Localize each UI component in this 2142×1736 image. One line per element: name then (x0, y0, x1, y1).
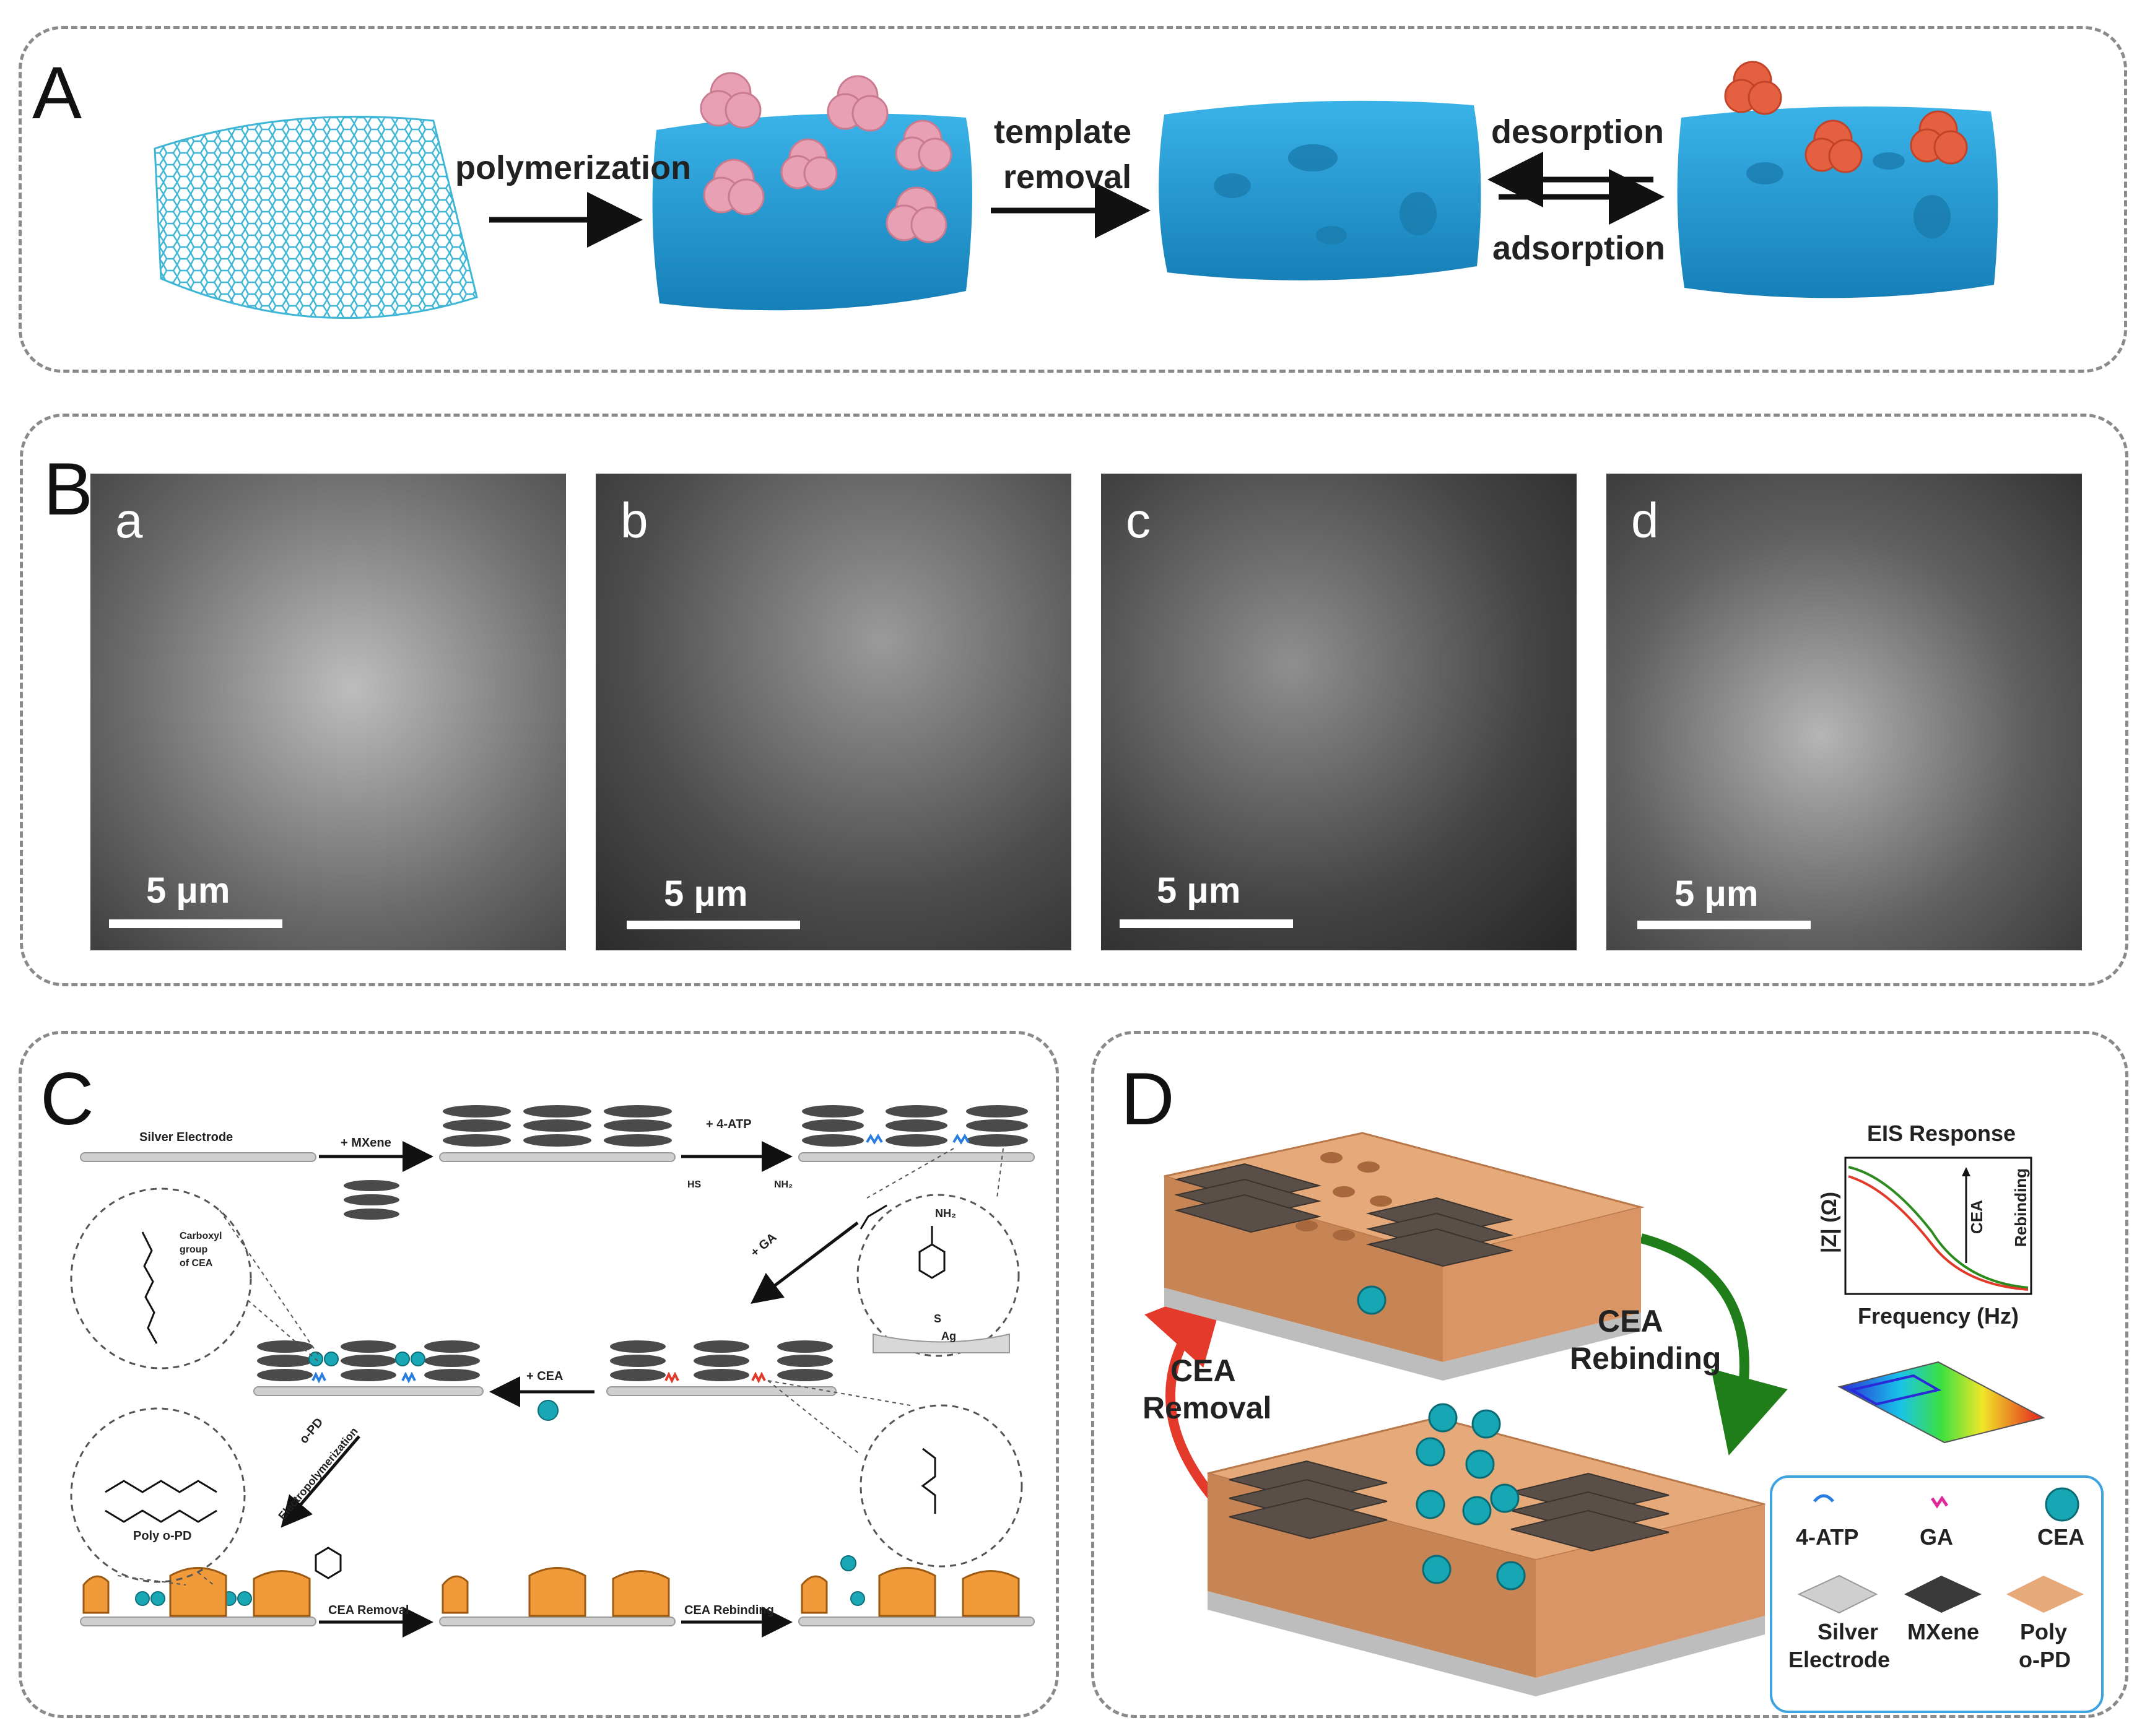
cea-removal-line1: CEA (1170, 1353, 1236, 1388)
panel-d (1091, 1031, 2128, 1718)
sem-image-a: a 5 μm (90, 474, 566, 950)
label-plus-mxene: + MXene (341, 1136, 391, 1150)
panel-a (19, 26, 2127, 373)
panel-b-label: B (43, 448, 94, 531)
panel-a-label: A (32, 51, 82, 134)
sem-image-c: c 5 μm (1101, 474, 1577, 950)
label-carboxyl: Carboxyl (180, 1231, 222, 1241)
panel-d-label: D (1121, 1057, 1175, 1140)
legend-ga: GA (1920, 1524, 1953, 1550)
mip-film-cavities (1159, 100, 1481, 280)
panel-b (20, 414, 2128, 986)
eis-chart (1844, 1157, 2032, 1295)
sem-letter-a: a (115, 493, 143, 548)
chip-top (1164, 1132, 1645, 1381)
eis-x-axis: Frequency (Hz) (1858, 1303, 2019, 1329)
chip-bottom (1207, 1403, 1765, 1696)
label-cea-removal-c: CEA Removal (328, 1604, 409, 1617)
graphene-sheet (154, 115, 478, 319)
eis-arrow-label-1: CEA (1967, 1200, 1986, 1234)
label-polymerization: polymerization (455, 149, 692, 186)
scale-bar-label-d: 5 μm (1674, 874, 1759, 914)
label-removal: removal (1003, 158, 1132, 196)
legend-electrode: Electrode (1788, 1647, 1891, 1672)
label-cea-rebinding-c: CEA Rebinding (684, 1604, 774, 1617)
label-group: group (180, 1244, 208, 1255)
sem-letter-b: b (620, 493, 648, 548)
label-adsorption: adsorption (1492, 230, 1665, 267)
label-of-cea: of CEA (180, 1258, 213, 1269)
scale-bar-d (1637, 921, 1811, 929)
legend-opd: o-PD (2019, 1647, 2071, 1672)
legend-silver: Silver (1818, 1619, 1879, 1644)
cea-rebinding-line2: Rebinding (1570, 1341, 1722, 1376)
legend-box (1770, 1475, 2104, 1713)
label-nh2-ag: NH₂ (935, 1207, 956, 1220)
legend-4atp: 4-ATP (1796, 1524, 1859, 1550)
legend-cea: CEA (2037, 1524, 2085, 1550)
eis-y-axis: |Z| (Ω) (1818, 1191, 1842, 1254)
cea-rebinding-line1: CEA (1598, 1304, 1663, 1339)
label-s: S (934, 1313, 942, 1325)
scale-bar-label-a: 5 μm (146, 870, 230, 911)
eis-title: EIS Response (1867, 1121, 2016, 1146)
mip-film-rebound (1677, 61, 1998, 298)
panel-a-illustration (154, 61, 1998, 319)
scale-bar-label-c: 5 μm (1157, 870, 1241, 911)
label-plus-4atp: + 4-ATP (706, 1118, 752, 1131)
label-template: template (994, 113, 1132, 150)
cea-removal-line2: Removal (1143, 1391, 1272, 1425)
label-plus-cea: + CEA (526, 1369, 564, 1383)
label-poly-opd: Poly o-PD (133, 1529, 192, 1543)
label-desorption: desorption (1491, 113, 1664, 150)
scale-bar-a (109, 919, 282, 928)
scale-bar-c (1120, 919, 1293, 928)
mip-film-with-template (652, 72, 972, 311)
label-ag: Ag (941, 1330, 956, 1342)
sem-image-b: b 5 μm (596, 474, 1071, 950)
label-nh2-atp: NH₂ (774, 1179, 793, 1190)
legend-mxene: MXene (1907, 1619, 1980, 1644)
scale-bar-b (627, 921, 800, 929)
sem-image-d: d 5 μm (1606, 474, 2082, 950)
panel-c-scheme (70, 1105, 1035, 1638)
simulation-heatmap (1837, 1361, 2045, 1444)
label-silver-electrode: Silver Electrode (139, 1131, 233, 1144)
panel-c (19, 1031, 1059, 1718)
sem-letter-d: d (1631, 493, 1659, 548)
eis-arrow-label-2: Rebinding (2011, 1168, 2031, 1248)
panel-c-label: C (40, 1057, 94, 1140)
label-hs: HS (687, 1179, 702, 1190)
legend-poly: Poly (2020, 1619, 2068, 1644)
sem-letter-c: c (1126, 493, 1151, 548)
scale-bar-label-b: 5 μm (664, 874, 748, 914)
